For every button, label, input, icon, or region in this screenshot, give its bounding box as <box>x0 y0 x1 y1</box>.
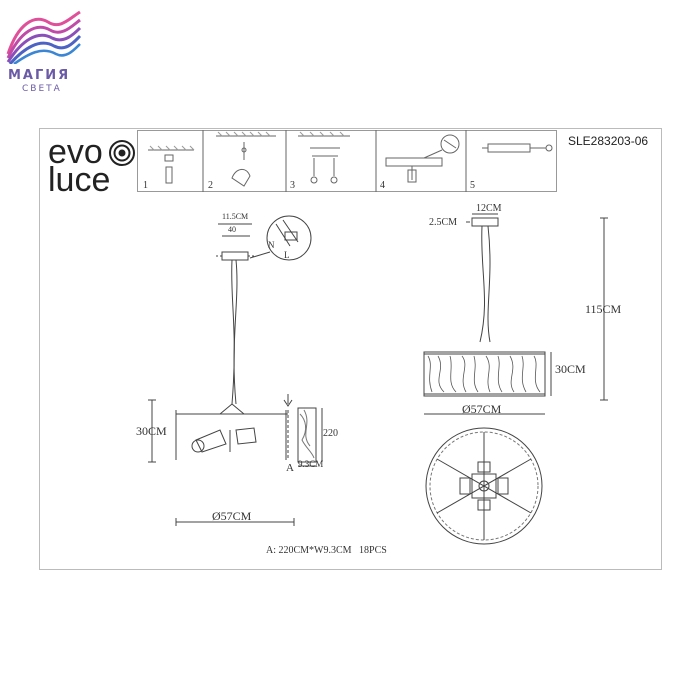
canopy-height-label: 2.5CM <box>429 217 458 228</box>
step-number-2: 2 <box>208 180 213 191</box>
evoluce-word-bottom: luce <box>48 161 111 199</box>
canopy-width-label: 12CM <box>476 203 502 214</box>
evoluce-circle-icon <box>109 140 135 166</box>
drawing-sheet <box>39 128 662 570</box>
parts-note: A: 220CM*W9.3CM 18PCS <box>266 545 387 556</box>
step-number-5: 5 <box>470 180 475 191</box>
total-height-label: 115CM <box>585 302 622 316</box>
left-top-sub-label: 40 <box>228 225 236 234</box>
step-number-4: 4 <box>380 180 385 191</box>
evoluce-word-top: evo <box>48 133 103 171</box>
part-a-label: A <box>286 462 294 474</box>
part-a-width-label: 9.3CM <box>298 459 324 469</box>
step-number-1: 1 <box>143 180 148 191</box>
part-a-height-label: 220 <box>323 428 338 439</box>
model-code: SLE283203-06 <box>568 134 649 148</box>
brand-logo: МАГИЯ СВЕТА <box>4 4 84 96</box>
left-diameter-label: Ø57CM <box>212 509 252 523</box>
brand-name-line1: МАГИЯ <box>8 68 71 83</box>
evoluce-logo: evo luce <box>48 133 135 199</box>
waves-logo-icon <box>6 10 82 64</box>
shade-height-label: 30CM <box>555 362 586 376</box>
step-number-3: 3 <box>290 180 295 191</box>
install-steps-strip <box>137 130 557 192</box>
wire-n-label: N <box>268 240 275 250</box>
wire-l-label: L <box>284 250 290 260</box>
left-height-label: 30CM <box>136 424 167 438</box>
right-diameter-label: Ø57CM <box>462 402 502 416</box>
left-top-width-label: 11.5CM <box>222 212 249 221</box>
brand-name-line2: СВЕТА <box>22 84 62 94</box>
